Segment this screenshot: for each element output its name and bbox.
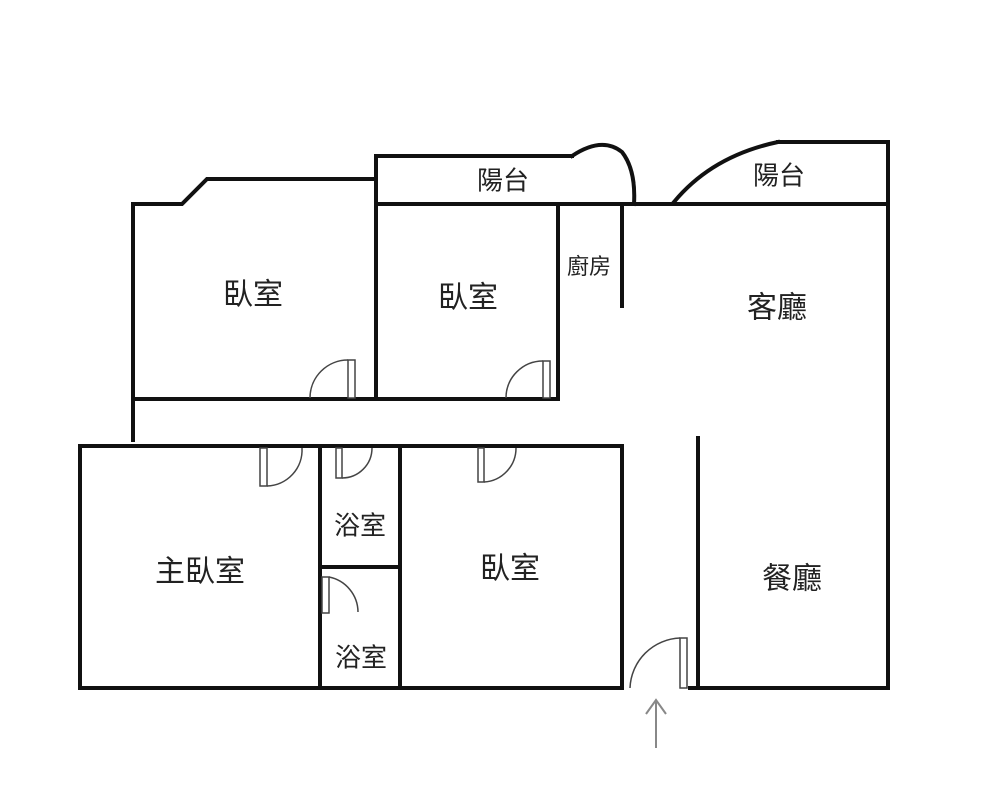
walls — [78, 139, 890, 690]
label-kitchen: 廚房 — [567, 255, 611, 280]
label-bedroom-bottom: 臥室 — [480, 552, 540, 587]
door-bathroom-bottom[interactable] — [321, 576, 359, 614]
label-bedroom-top-left: 臥室 — [223, 278, 283, 313]
label-bedroom-top-mid: 臥室 — [438, 281, 498, 316]
door-bedroom-top-left[interactable] — [309, 359, 356, 399]
label-dining-room: 餐廳 — [762, 562, 822, 597]
up-arrow-icon — [645, 698, 667, 715]
door-bedroom-bottom[interactable] — [477, 447, 517, 483]
label-living-room: 客廳 — [747, 291, 807, 326]
label-master-bedroom: 主臥室 — [155, 555, 245, 590]
label-bathroom-top: 浴室 — [334, 512, 386, 542]
label-balcony-right: 陽台 — [753, 162, 805, 192]
label-balcony-left: 陽台 — [477, 167, 529, 197]
label-bathroom-bottom: 浴室 — [335, 644, 387, 674]
door-master-bedroom[interactable] — [259, 447, 303, 487]
room-labels: 陽台 陽台 臥室 臥室 廚房 客廳 主臥室 浴室 浴室 臥室 餐廳 — [155, 162, 822, 674]
door-bedroom-top-mid[interactable] — [505, 360, 551, 399]
door-entrance[interactable] — [629, 637, 688, 689]
door-bathroom-top[interactable] — [335, 447, 373, 479]
entrance-arrow — [645, 698, 667, 748]
doors — [259, 359, 688, 689]
